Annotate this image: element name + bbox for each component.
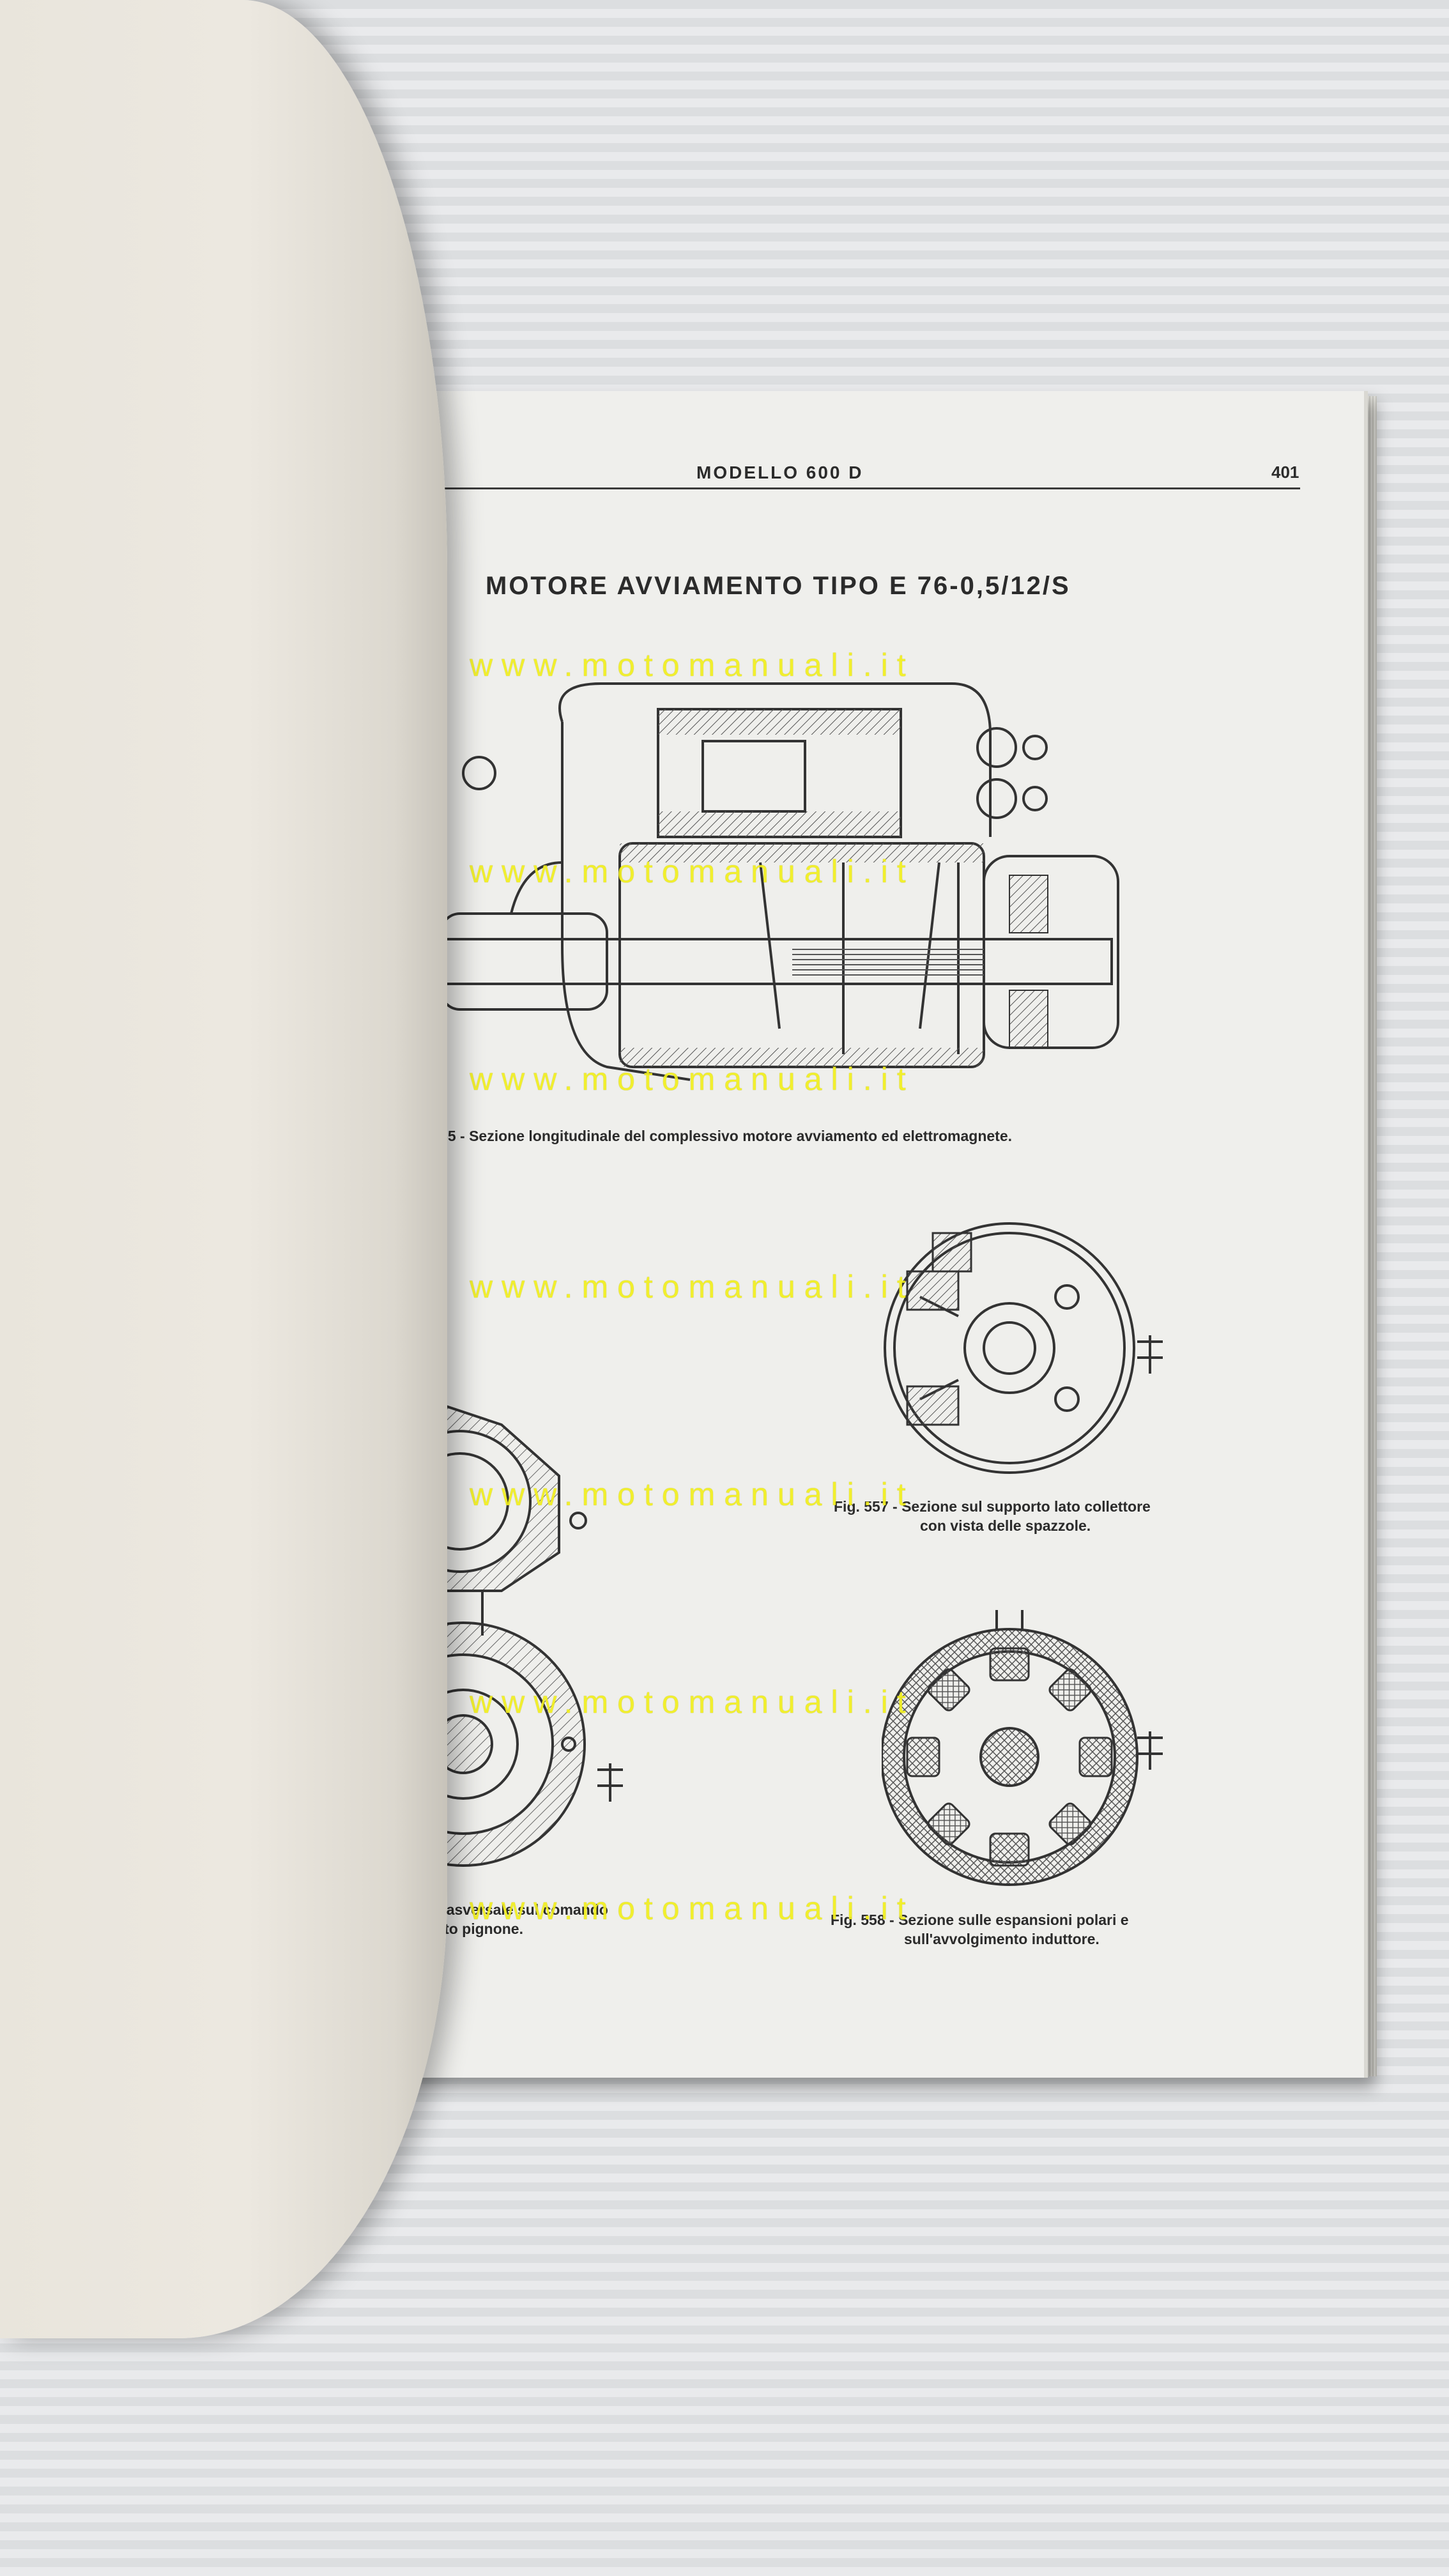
- watermark-row: www.motomanuali.it: [470, 854, 915, 889]
- figure-555-longitudinal-section: [396, 682, 1119, 1081]
- caption-fig-555: Fig. 555 - Sezione longitudinale del com…: [401, 1128, 1013, 1144]
- caption-fig-557: Fig. 557 - Sezione sul supporto lato col…: [834, 1497, 1151, 1535]
- facing-left-page: [0, 0, 447, 2338]
- watermark-row: www.motomanuali.it: [470, 1890, 915, 1926]
- page-number: 401: [1271, 463, 1300, 482]
- watermark-row: www.motomanuali.it: [470, 1684, 915, 1720]
- page-title: MOTORE AVVIAMENTO TIPO E 76-0,5/12/S: [486, 572, 1071, 600]
- figure-558-pole-pieces: [882, 1610, 1163, 1886]
- watermark-row: www.motomanuali.it: [470, 1476, 915, 1512]
- figure-557-brush-holder: [884, 1222, 1163, 1474]
- caption-fig-558-line2: sull'avvolgimento induttore.: [904, 1931, 1100, 1947]
- watermark-row: www.motomanuali.it: [470, 1269, 915, 1305]
- header-rule: [422, 487, 1300, 489]
- caption-fig-558: Fig. 558 - Sezione sulle espansioni pola…: [831, 1910, 1129, 1949]
- caption-fig-557-line2: con vista delle spazzole.: [920, 1517, 1091, 1534]
- caption-fig-557-line1: Fig. 557 - Sezione sul supporto lato col…: [834, 1498, 1151, 1515]
- watermark-row: www.motomanuali.it: [470, 1061, 915, 1097]
- page-header: MODELLO 600 D: [696, 463, 864, 482]
- watermark-row: www.motomanuali.it: [470, 647, 915, 683]
- caption-fig-558-line1: Fig. 558 - Sezione sulle espansioni pola…: [831, 1912, 1129, 1928]
